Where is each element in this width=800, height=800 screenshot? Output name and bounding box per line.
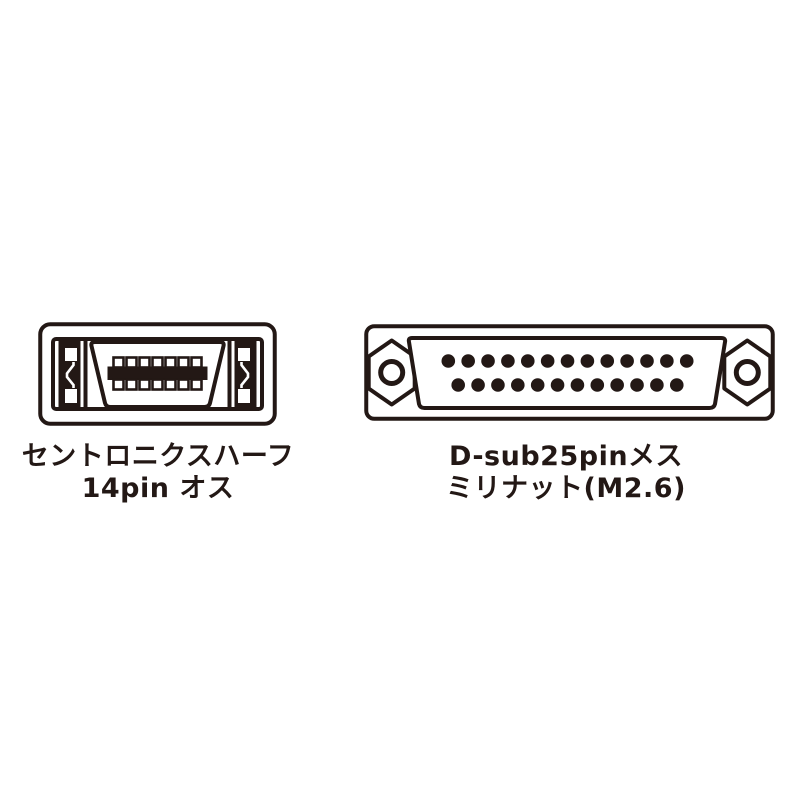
contact-pin (177, 378, 190, 391)
contact-pin (112, 378, 125, 391)
latch-cutout-top (65, 348, 77, 361)
socket-pin (669, 378, 684, 392)
centronics-connector-figure (38, 322, 277, 426)
socket-pin (481, 354, 495, 368)
socket-pin (590, 378, 605, 392)
socket-pin (640, 354, 654, 368)
contact-pin (190, 378, 203, 391)
pin-block-bar (107, 366, 208, 380)
centronics-caption: セントロニクスハーフ 14pin オス (8, 441, 308, 505)
dsub-connector-figure (364, 324, 775, 421)
pin-grid-25pin (441, 354, 694, 392)
socket-pin (511, 378, 525, 392)
contact-pin (164, 378, 177, 391)
socket-pin (610, 378, 624, 392)
socket-pin (530, 378, 545, 392)
contact-pin (177, 356, 190, 369)
socket-pin (679, 354, 694, 368)
socket-pin (570, 378, 585, 392)
centronics-label-line2: 14pin オス (81, 473, 235, 504)
contact-pin (151, 378, 164, 391)
pin-grid-14pin (112, 356, 203, 391)
contact-pin (151, 356, 164, 369)
socket-pin (491, 378, 505, 392)
socket-pin (540, 354, 555, 368)
dsub-caption: D-sub25pinメス ミリナット(M2.6) (416, 441, 716, 505)
nut-thread-hole (378, 359, 406, 386)
socket-pin (461, 354, 475, 368)
latch-cutout-bottom (65, 389, 77, 403)
dsub-label-line1: D-sub25pinメス (448, 441, 684, 472)
socket-pin (451, 378, 465, 392)
contact-pin (125, 356, 138, 369)
contact-pin (138, 356, 151, 369)
latch-left (58, 339, 88, 409)
dsub-25pin-connector-icon (364, 324, 775, 421)
socket-pin (580, 354, 595, 368)
hex-nut-right (724, 341, 770, 405)
hex-nut-left (366, 338, 417, 407)
socket-pin (560, 354, 575, 368)
contact-pin (125, 378, 138, 391)
socket-pin (620, 354, 634, 368)
contact-pin (112, 356, 125, 369)
socket-pin (650, 378, 664, 392)
socket-pin (660, 354, 674, 368)
dsub-label-line2: ミリナット(M2.6) (446, 473, 686, 504)
socket-pin (441, 354, 456, 368)
contact-pin (164, 356, 177, 369)
socket-pin (471, 378, 485, 392)
latch-spring (65, 362, 75, 388)
contact-pin (190, 356, 203, 369)
socket-pin (520, 354, 535, 368)
socket-pin (600, 354, 615, 368)
socket-pin (630, 378, 644, 392)
centronics-label-line1: セントロニクスハーフ (21, 441, 295, 472)
dsub-shroud (406, 336, 728, 410)
hex-nut-body (366, 338, 417, 407)
centronics-half-connector-icon (38, 322, 277, 426)
contact-pin (138, 378, 151, 391)
socket-pin (501, 354, 515, 368)
socket-pin (550, 378, 565, 392)
